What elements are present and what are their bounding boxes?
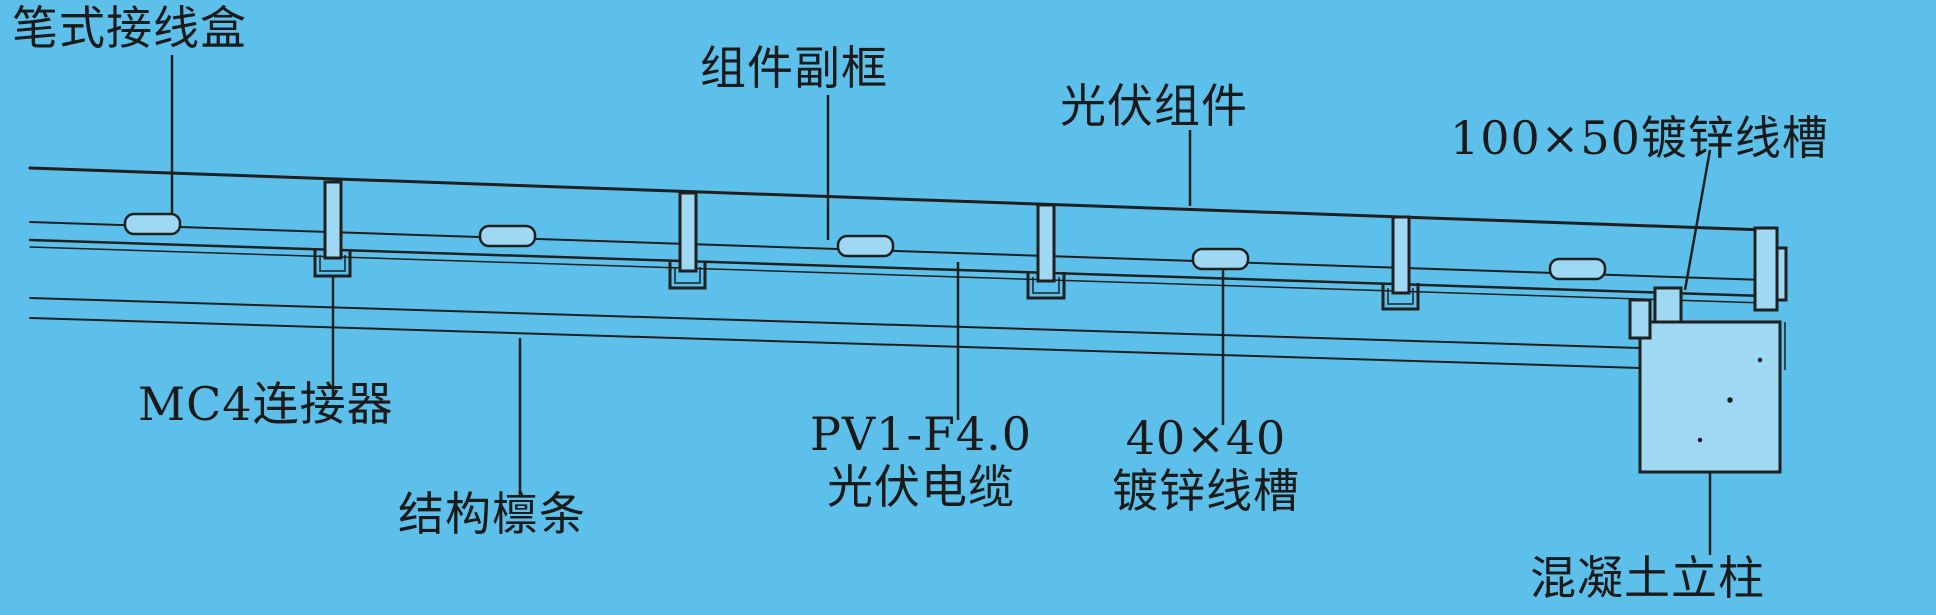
large-trough-100x50: [1653, 286, 1683, 324]
pv-module-inner-line: [29, 221, 1766, 281]
concrete-texture-dot: [1697, 437, 1703, 443]
label-mc4-connector: MC4连接器: [138, 377, 394, 431]
label-structural-purlin: 结构檩条: [398, 487, 586, 541]
label-small-trough-size: 40×40: [1125, 411, 1287, 465]
label-junction-box: 笔式接线盒: [12, 1, 247, 55]
module-subframe-line: [28, 238, 1767, 298]
module-subframe-line-2: [29, 246, 1766, 304]
module-end-cap-outer: [1775, 246, 1788, 302]
mc4-connector-bracket: [1381, 215, 1420, 311]
label-pv-cable-name: 光伏电缆: [827, 459, 1016, 514]
label-pv-cable: PV1-F4.0 光伏电缆: [810, 408, 1032, 514]
purlin-bottom-line: [29, 317, 1641, 369]
label-module-subframe: 组件副框: [700, 41, 888, 95]
junction-box: [478, 224, 537, 248]
mc4-connector-bracket: [1026, 203, 1066, 300]
junction-box: [1191, 247, 1250, 271]
label-pv-cable-model: PV1-F4.0: [810, 407, 1033, 461]
label-big-trough: 100×50镀锌线槽: [1450, 111, 1829, 165]
mc4-connector-bracket: [668, 191, 707, 290]
module-end-cap: [1753, 226, 1779, 312]
column-stub: [1628, 298, 1652, 340]
label-small-trough: 40×40 镀锌线槽: [1112, 412, 1300, 518]
label-small-trough-name: 镀锌线槽: [1112, 463, 1300, 518]
mc4-connector-bracket: [313, 180, 352, 278]
pv-module-top-line: [28, 166, 1767, 232]
concrete-texture-dot: [1727, 397, 1733, 403]
purlin-top-line: [29, 297, 1641, 349]
label-pv-module: 光伏组件: [1060, 79, 1248, 133]
junction-box: [123, 212, 182, 236]
concrete-texture-dot: [1757, 357, 1763, 363]
concrete-column: [1638, 320, 1782, 474]
junction-box: [836, 234, 895, 258]
label-concrete-column: 混凝土立柱: [1530, 551, 1765, 605]
leader-big-trough: [1683, 149, 1712, 291]
junction-box: [1548, 257, 1607, 281]
